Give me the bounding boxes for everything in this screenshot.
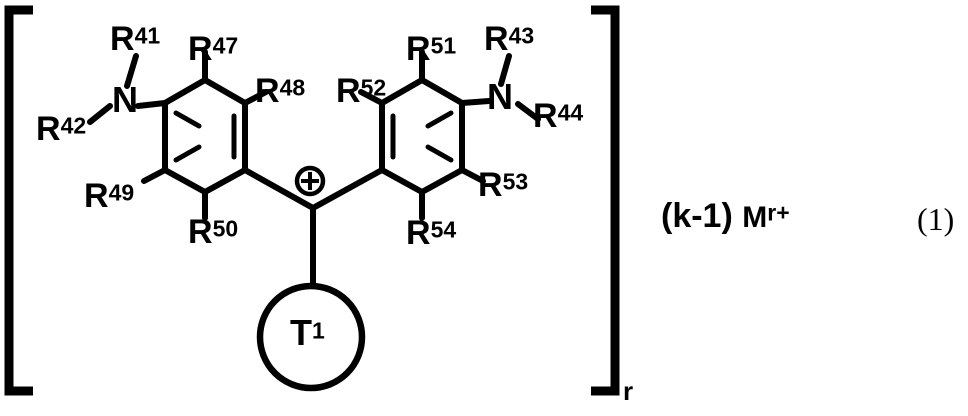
equation-number: (1) xyxy=(917,201,955,237)
r48-base: R xyxy=(255,72,280,110)
positive-charge-icon xyxy=(294,165,326,197)
core-group-superscript: 1 xyxy=(312,317,325,344)
substituent-label-r49: R49 xyxy=(84,179,134,213)
r41-base: R xyxy=(110,20,135,58)
core-group-base: T xyxy=(290,312,312,353)
bond-ringL-to-R48 xyxy=(242,89,269,106)
r51-superscript: 51 xyxy=(430,32,457,59)
bond-ringR-to-center xyxy=(310,167,385,211)
substituent-label-r48: R48 xyxy=(255,74,305,108)
bond-NR-to-R44 xyxy=(515,101,541,122)
substituent-label-r50: R50 xyxy=(188,215,238,249)
left-ring-bonds xyxy=(135,49,316,221)
bracket-subscript: r xyxy=(623,376,634,406)
r54-superscript: 54 xyxy=(430,216,457,243)
r50-superscript: 50 xyxy=(212,215,239,242)
r52-superscript: 52 xyxy=(360,74,387,101)
substituent-label-r54: R54 xyxy=(406,216,456,250)
r48-superscript: 48 xyxy=(279,74,306,101)
r43-base: R xyxy=(484,20,509,58)
nitrogen-atom-left: N xyxy=(112,79,138,120)
left-benzene-ring xyxy=(162,77,248,195)
counterion-symbol: M xyxy=(742,201,768,234)
counterion-charge: r+ xyxy=(767,199,790,226)
substituent-label-r41: R41 xyxy=(110,22,160,56)
bond-NL-to-R41 xyxy=(124,53,139,89)
nitrogen-atom-right: N xyxy=(487,76,513,117)
right-ring-bonds xyxy=(310,49,492,221)
left-bracket xyxy=(4,5,33,396)
r47-base: R xyxy=(188,30,213,68)
substituent-label-r51: R51 xyxy=(406,32,456,66)
r49-base: R xyxy=(84,177,109,215)
counterion-coefficient: (k-1) xyxy=(661,197,733,235)
r52-base: R xyxy=(336,72,361,110)
right-amine-bonds xyxy=(498,53,541,122)
core-group-circle xyxy=(256,282,366,392)
r51-base: R xyxy=(406,30,431,68)
bond-ringL-to-R49 xyxy=(141,167,168,184)
r49-superscript: 49 xyxy=(108,179,135,206)
r41-superscript: 41 xyxy=(134,22,161,49)
substituent-label-r53: R53 xyxy=(478,168,528,202)
substituent-label-r47: R47 xyxy=(188,32,238,66)
r42-superscript: 42 xyxy=(60,112,87,139)
bond-NR-to-R43 xyxy=(498,53,512,87)
substituent-label-r43: R43 xyxy=(484,22,534,56)
r54-base: R xyxy=(406,214,431,252)
substituent-label-r52: R52 xyxy=(336,74,386,108)
bond-ringR-to-N xyxy=(459,98,492,106)
bond-ringL-to-N xyxy=(135,100,168,109)
r43-superscript: 43 xyxy=(508,22,535,49)
bond-ringR-to-R52 xyxy=(358,89,385,106)
r44-superscript: 44 xyxy=(557,99,584,126)
r47-superscript: 47 xyxy=(212,32,239,59)
substituent-label-r42: R42 xyxy=(36,112,86,146)
r44-base: R xyxy=(533,97,558,135)
substituent-label-r44: R44 xyxy=(533,99,583,133)
counterion-expression: (k-1) Mr+ xyxy=(661,199,790,233)
r53-base: R xyxy=(478,166,503,204)
r53-superscript: 53 xyxy=(502,168,529,195)
bond-ringL-to-center xyxy=(242,167,316,211)
core-group-label: T1 xyxy=(290,315,325,351)
bond-ringR-to-R53 xyxy=(459,167,486,184)
bond-NL-to-R42 xyxy=(87,103,113,125)
left-amine-bonds xyxy=(87,53,139,125)
r42-base: R xyxy=(36,110,61,148)
right-benzene-ring xyxy=(379,77,465,195)
right-bracket xyxy=(591,5,620,396)
r50-base: R xyxy=(188,213,213,251)
